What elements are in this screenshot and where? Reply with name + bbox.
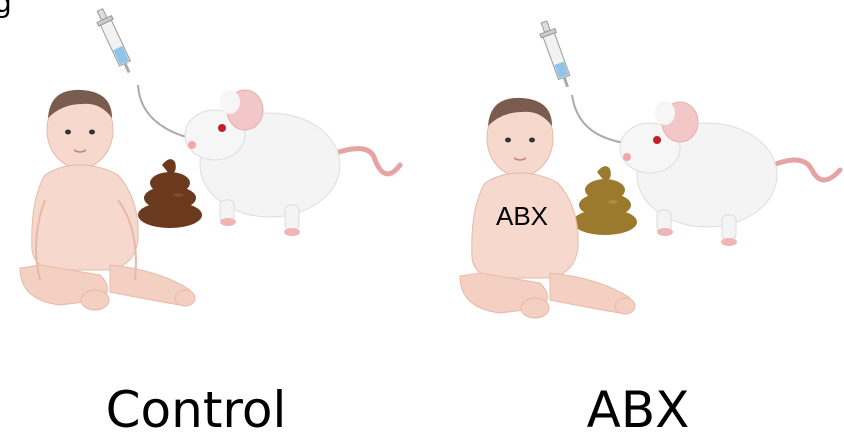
abx-caption: ABX <box>427 380 844 440</box>
body-label: ABX <box>496 201 548 231</box>
control-illustration <box>0 0 422 340</box>
control-caption: Control <box>0 380 407 440</box>
syringe-icon <box>536 19 575 89</box>
stool-icon <box>138 159 202 228</box>
mouse-icon <box>620 101 840 246</box>
control-panel: Control <box>0 0 422 440</box>
abx-panel: ABX ABX <box>422 0 844 440</box>
syringe-icon <box>93 7 137 76</box>
abx-illustration: ABX <box>422 0 844 340</box>
stool-icon <box>573 166 637 235</box>
mouse-icon <box>185 90 400 236</box>
